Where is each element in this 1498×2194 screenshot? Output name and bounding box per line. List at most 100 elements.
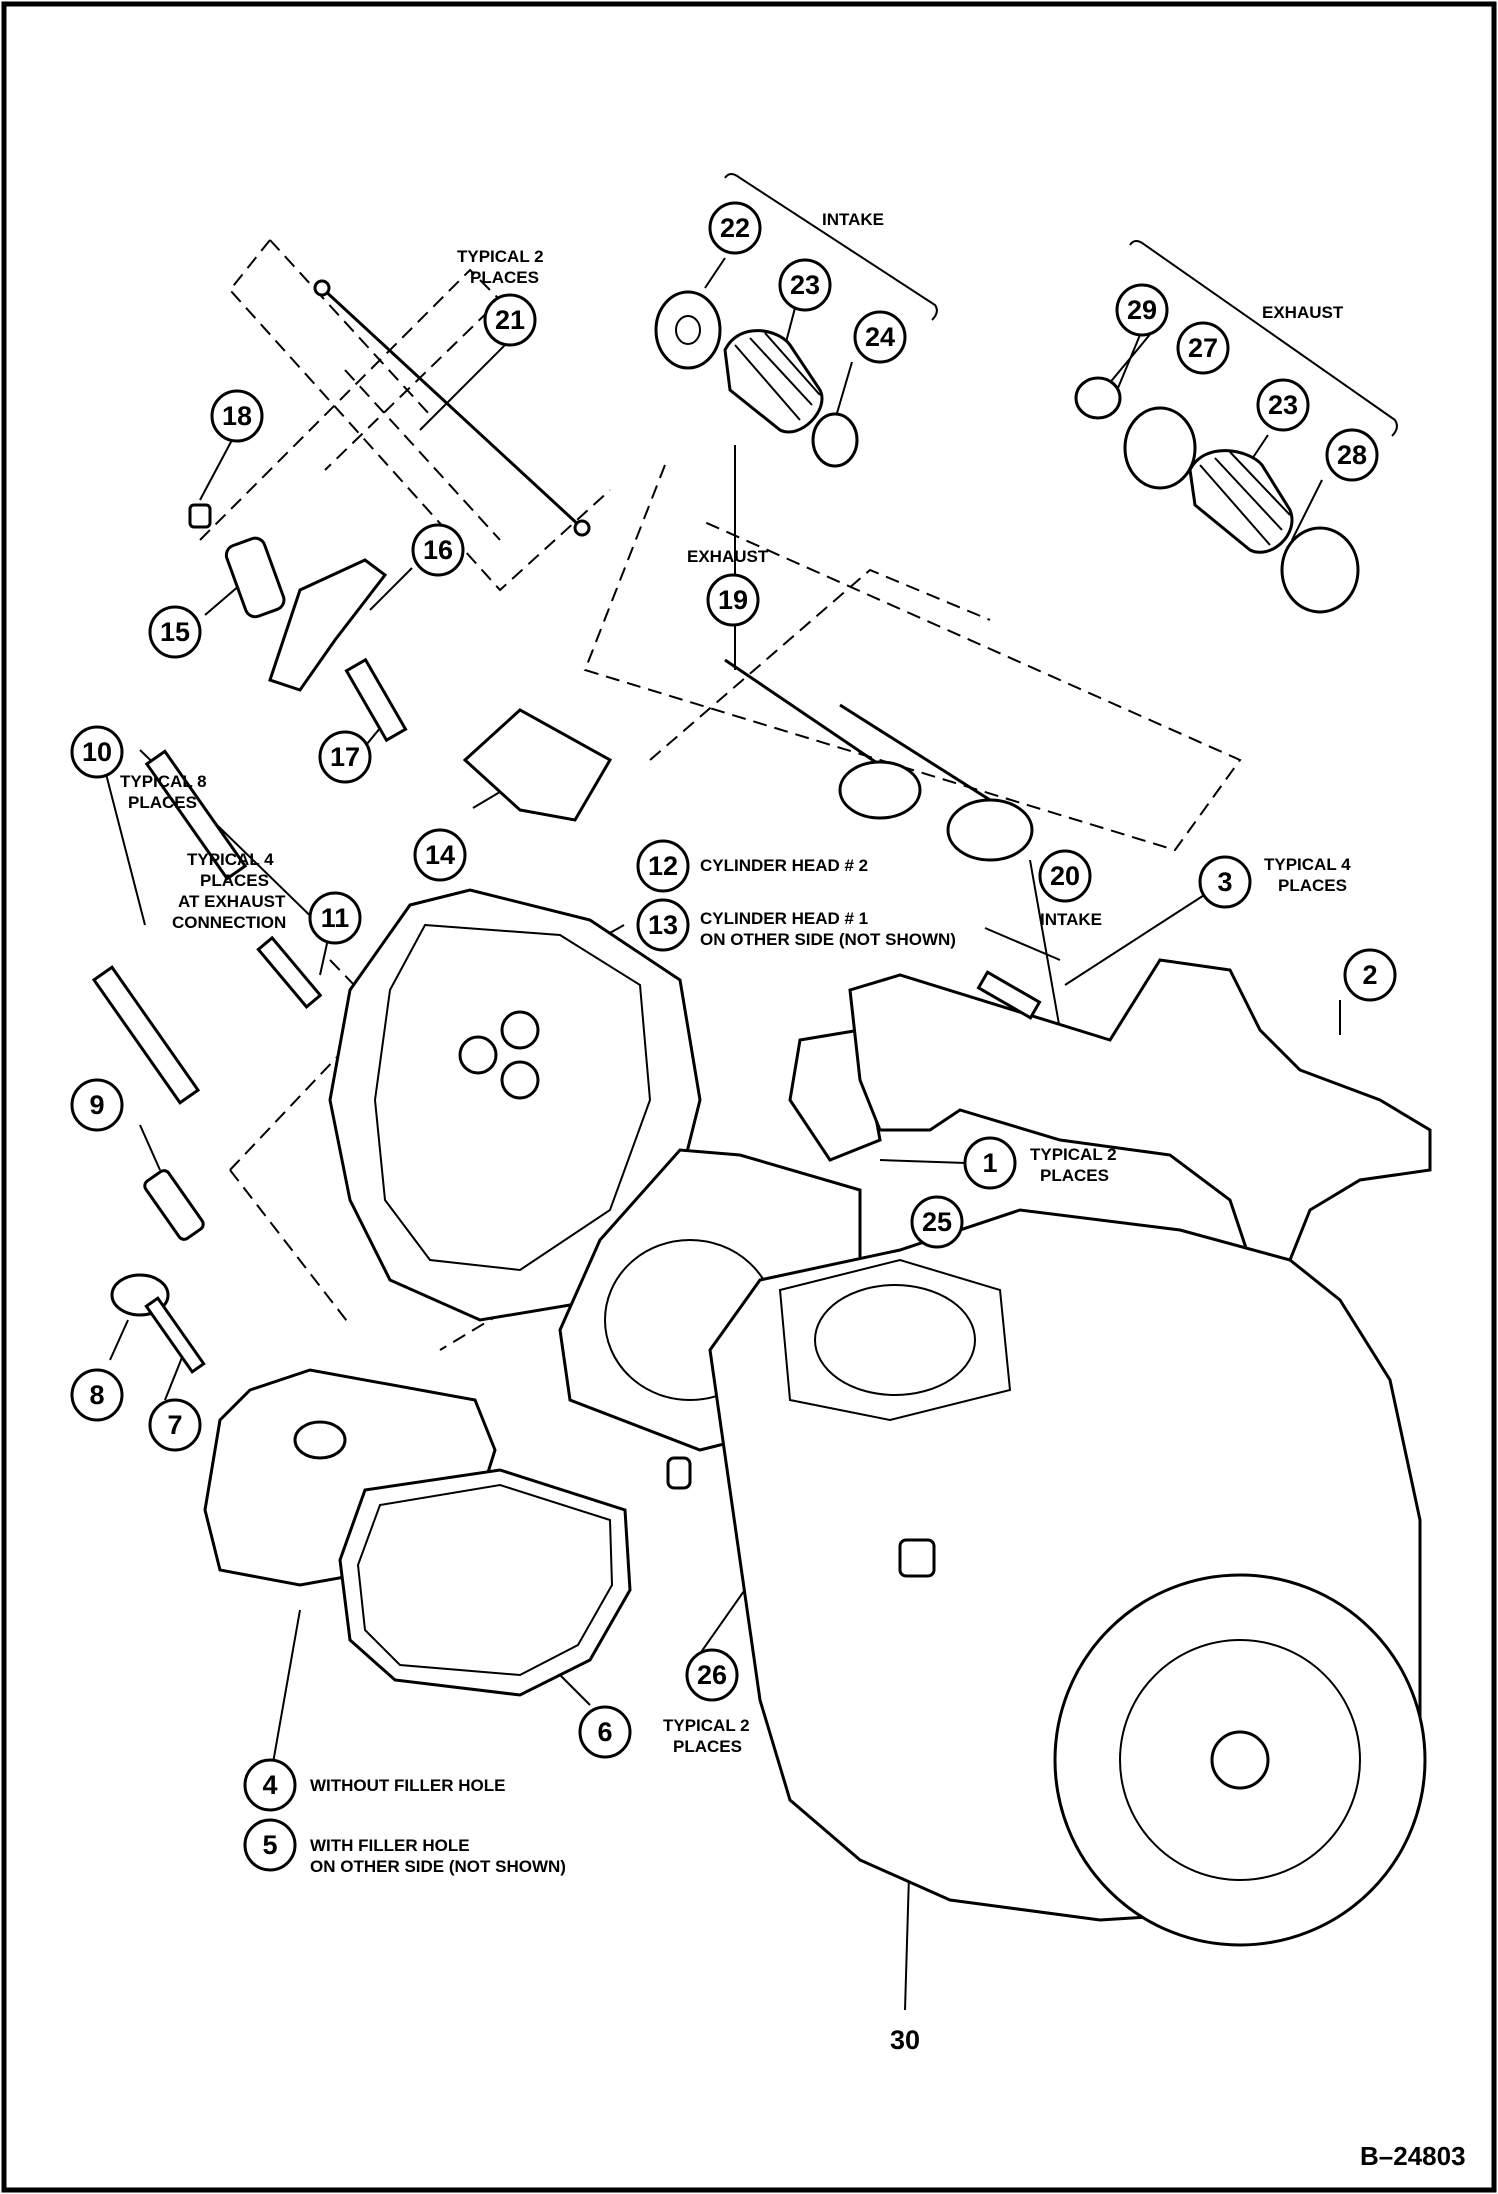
exhaust-collet (1074, 376, 1122, 420)
svg-text:14: 14 (425, 840, 455, 870)
svg-text:ON OTHER SIDE (NOT SHOWN): ON OTHER SIDE (NOT SHOWN) (310, 1857, 566, 1876)
svg-text:21: 21 (495, 305, 525, 335)
svg-text:11: 11 (321, 903, 350, 933)
rocker-arm (268, 558, 388, 692)
head-bolt-lower (91, 965, 201, 1105)
svg-text:4: 4 (262, 1770, 277, 1800)
svg-text:3: 3 (1217, 867, 1232, 897)
svg-text:29: 29 (1127, 295, 1157, 325)
callout-21: 21 (483, 293, 537, 347)
svg-text:2: 2 (1362, 960, 1377, 990)
svg-text:9: 9 (89, 1090, 104, 1120)
svg-text:8: 8 (89, 1380, 104, 1410)
svg-text:19: 19 (718, 585, 748, 615)
cylinder-head-2-label: CYLINDER HEAD # 2 (700, 856, 868, 875)
with-filler-label: WITH FILLER HOLE (310, 1836, 470, 1855)
callout-12: 12 (636, 839, 690, 893)
push-rod-guide (462, 708, 613, 822)
callout-28: 28 (1325, 428, 1379, 482)
push-rod (320, 286, 584, 530)
callout-6: 6 (578, 1705, 632, 1759)
svg-text:22: 22 (720, 213, 750, 243)
callout-1: 1 (963, 1136, 1017, 1190)
dowel-pin (666, 1456, 692, 1490)
svg-text:TYPICAL 2: TYPICAL 2 (663, 1716, 750, 1735)
exhaust-group-label: EXHAUST (1262, 303, 1344, 322)
svg-text:16: 16 (423, 535, 453, 565)
svg-text:TYPICAL 4: TYPICAL 4 (1264, 855, 1351, 874)
callout-18: 18 (210, 389, 264, 443)
callout-9: 9 (70, 1078, 124, 1132)
callout-5: 5 (243, 1818, 297, 1872)
callout-23-exhaust: 23 (1256, 378, 1310, 432)
cylinder-head-1-label: CYLINDER HEAD # 1 (700, 909, 868, 928)
exhaust-valve-spring (1188, 449, 1294, 554)
svg-text:15: 15 (160, 617, 190, 647)
svg-text:13: 13 (648, 910, 678, 940)
exhaust-manifold (848, 958, 1432, 1262)
svg-text:1: 1 (982, 1148, 997, 1178)
spark-plug (143, 1169, 205, 1241)
callout-15: 15 (148, 605, 202, 659)
callout-23-intake: 23 (778, 258, 832, 312)
exhaust-stud (256, 935, 323, 1010)
svg-text:10: 10 (82, 737, 112, 767)
svg-text:24: 24 (865, 322, 895, 352)
svg-text:CONNECTION: CONNECTION (172, 913, 286, 932)
callouts: 1 2 3 4 5 6 7 8 9 10 11 12 13 14 15 16 1… (70, 201, 1397, 2055)
group-brackets (724, 173, 1398, 437)
notes: INTAKE EXHAUST EXHAUST INTAKE TYPICAL 2 … (120, 210, 1351, 1876)
callout-26: 26 (685, 1648, 739, 1702)
svg-text:28: 28 (1337, 440, 1367, 470)
svg-text:ON OTHER SIDE (NOT SHOWN): ON OTHER SIDE (NOT SHOWN) (700, 930, 956, 949)
svg-text:TYPICAL 4: TYPICAL 4 (187, 850, 274, 869)
svg-text:17: 17 (330, 742, 360, 772)
intake-valve-label: INTAKE (1040, 910, 1102, 929)
nut (188, 503, 212, 529)
exhaust-spring-seat (1280, 526, 1360, 614)
svg-text:AT EXHAUST: AT EXHAUST (178, 892, 286, 911)
exhaust-valve-stem (724, 658, 881, 767)
svg-text:23: 23 (1268, 390, 1298, 420)
valve-cover-gasket (338, 1468, 632, 1697)
svg-text:12: 12 (648, 851, 678, 881)
part-drawings (91, 279, 1432, 1947)
callout-3: 3 (1198, 855, 1252, 909)
dashed-group-lines (199, 239, 1242, 1351)
callout-14: 14 (413, 828, 467, 882)
head-bolt-upper (144, 749, 248, 881)
svg-text:5: 5 (262, 1830, 277, 1860)
callout-16: 16 (411, 523, 465, 577)
svg-text:PLACES: PLACES (128, 793, 197, 812)
adjuster-screw (224, 536, 286, 619)
callout-8: 8 (70, 1368, 124, 1422)
svg-text:PLACES: PLACES (200, 871, 269, 890)
intake-valve-seal (811, 412, 859, 468)
svg-text:7: 7 (167, 1410, 182, 1440)
callout-25: 25 (910, 1195, 964, 1249)
callout-19: 19 (706, 573, 760, 627)
svg-text:20: 20 (1050, 861, 1080, 891)
callout-10: 10 (70, 725, 124, 779)
svg-text:PLACES: PLACES (470, 268, 539, 287)
intake-spring-retainer (654, 290, 722, 370)
svg-text:23: 23 (790, 270, 820, 300)
exhaust-spring-retainer (1123, 406, 1197, 490)
callout-24: 24 (853, 310, 907, 364)
callout-20: 20 (1038, 849, 1092, 903)
cover-bolt (144, 1296, 206, 1374)
intake-valve-spring (723, 329, 824, 434)
figure-reference: B–24803 (1360, 2141, 1466, 2171)
svg-text:PLACES: PLACES (673, 1737, 742, 1756)
callout-13: 13 (636, 898, 690, 952)
callout-27: 27 (1176, 321, 1230, 375)
svg-text:TYPICAL 2: TYPICAL 2 (1030, 1145, 1117, 1164)
intake-group-label: INTAKE (822, 210, 884, 229)
rocker-stud (344, 657, 408, 743)
svg-text:27: 27 (1188, 333, 1218, 363)
callout-22: 22 (708, 201, 762, 255)
callout-4: 4 (243, 1758, 297, 1812)
callout-29: 29 (1115, 283, 1169, 337)
svg-text:TYPICAL 8: TYPICAL 8 (120, 772, 207, 791)
svg-text:26: 26 (697, 1660, 727, 1690)
